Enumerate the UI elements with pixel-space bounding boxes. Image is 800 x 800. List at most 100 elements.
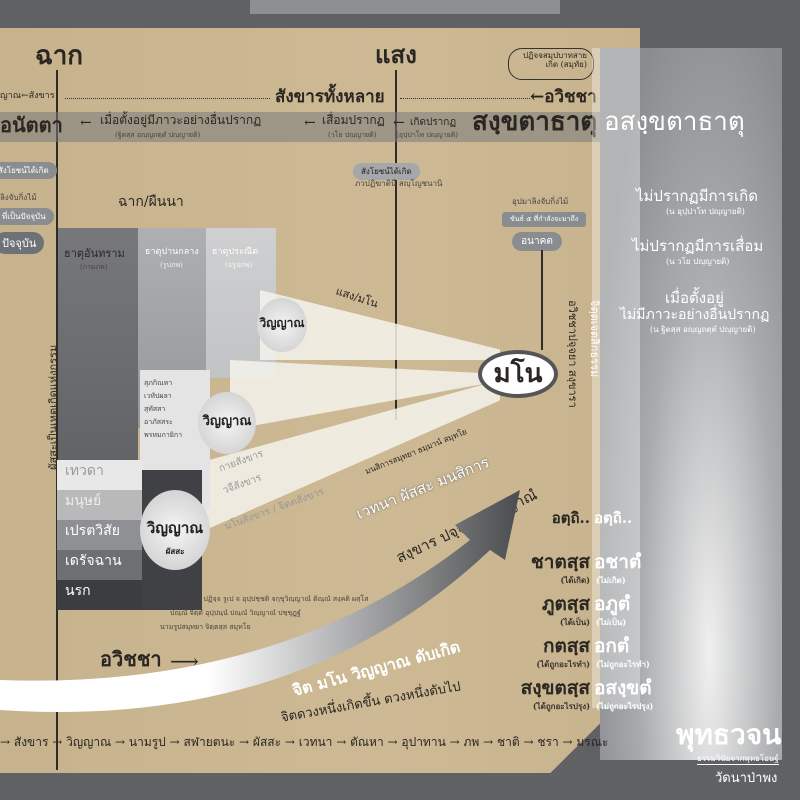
samyojana-sub: ภวปฏิฆาตินี สญฺโญชนานิ (355, 179, 443, 188)
dotted-line (400, 98, 530, 99)
pair-unconditioned-gloss: (ไม่เกิด) (596, 575, 626, 585)
chain-item: → อุปาทาน (387, 735, 450, 749)
realm-label: พรหมกายิกา (144, 431, 183, 439)
reference-line: นามรูปสมุทยา จิตฺตสฺส สมุทโย (160, 623, 251, 631)
chain-item: → ชรา (523, 735, 563, 749)
current-pill: ที่เป็นปัจจุบัน (0, 208, 54, 225)
consciousness-circle: วิญญาณ (257, 298, 307, 352)
not-arise: ไม่ปรากฏมีการเกิด (636, 187, 758, 205)
col-middle-label: ธาตุปานกลาง (145, 247, 199, 257)
not-decay-pali: (น วโย ปญฺญายติ) (666, 257, 730, 266)
reference-line: ปณฺณํ จิตฺตํ อุปฺปนฺนํ ปณฺณํ วิญฺญาณํ ปช… (170, 609, 301, 617)
chain-item: → ผัสสะ (239, 735, 285, 749)
step-change: เมื่อตั้งอยู่มีภาวะอย่างอื่นปรากฏ (100, 113, 262, 127)
pair-conditioned-gloss: (ได้เกิด) (560, 575, 590, 585)
consciousness-circle: วิญญาณผัสสะ (140, 490, 210, 570)
monkey-label: อุปมาลิงจับกิ่งไม้ (512, 197, 569, 206)
realm-hell: นรก (57, 580, 142, 610)
top-header-strip (250, 0, 560, 14)
origination-badge: ปฏิจจสมุปบาทสายเกิด (สมุทัย) (508, 48, 594, 80)
asankhata-title: อสงฺขตาธาตุ (604, 107, 745, 137)
mano-node: มโน (478, 350, 558, 398)
no-change: ไม่มีภาวะอย่างอื่นปรากฏ (620, 307, 770, 323)
realm-label: เวหัปผลา (144, 392, 172, 400)
contact-label: ผัสสะ (165, 546, 185, 556)
pair-conditioned: ชาตสฺส (530, 551, 590, 573)
reference-line: จกฺขุญฺจ ปฏิจฺจ รูเป จ อุปฺปชฺชติ จกฺขุว… (178, 595, 369, 603)
chain-item: → มรณะ (562, 735, 609, 749)
chain-item: → สังขาร (0, 735, 53, 749)
dependent-origination-chain: → สังขาร → วิญญาณ → นามรูป → สฬายตนะ → ผ… (0, 735, 630, 749)
pair-unconditioned-gloss: (ไม่ถูกอะไรปรุง) (596, 701, 654, 711)
future-pill: อนาคต (512, 232, 562, 251)
realm-human: มนุษย์ (57, 490, 142, 520)
pair-conditioned: สงฺขตสฺส (520, 677, 590, 699)
samyojana-pill: สังโยชน์ได้เกิด (353, 163, 420, 180)
arrow: ← (393, 115, 405, 131)
pair-unconditioned: อตฺถิ.. (594, 509, 633, 527)
pair-unconditioned-gloss: (ไม่เป็น) (596, 617, 627, 627)
field-title: ฉาก/ผืนนา (118, 194, 184, 210)
realm-stack: เทวดา มนุษย์ เปรตวิสัย เดรัจฉาน นรก (57, 460, 142, 610)
realm-peta: เปรตวิสัย (57, 520, 142, 550)
pair-conditioned-gloss: (ได้ถูกอะไรทำ) (536, 659, 590, 669)
avijja-label: อวิชชา (100, 647, 162, 671)
col-refined-sub: (อรูปภพ) (225, 261, 253, 269)
pair-conditioned: ภูตสฺส (541, 593, 590, 615)
col-inferior-sub: (กามภพ) (80, 263, 108, 271)
chain-item: → สฬายตนะ (169, 735, 240, 749)
brand-org: วัดนาป่าพง (715, 771, 778, 786)
pair-unconditioned-gloss: (ไม่ถูกอะไรทำ) (596, 659, 650, 669)
col-middle-sub: (รูปภพ) (160, 261, 183, 269)
step-decay-pali: (วโย ปญฺญายติ) (328, 131, 377, 139)
row1-left: ญาณ←สังขาร (0, 91, 55, 101)
realm-label: สุทัสสา (144, 405, 166, 413)
avijja-arrow-icon: ⟶ (170, 649, 199, 673)
consciousness-label: วิญญาณ (259, 316, 305, 330)
not-arise-pali: (น อุปฺปาโท ปญฺญายติ) (666, 207, 745, 216)
arrow: ← (80, 115, 92, 131)
future-line (541, 250, 543, 350)
monkey-label: ลิงจับกิ่งไม้ (0, 193, 37, 202)
no-change-pali: (น ฐิตสฺส อญฺญถตฺตํ ปญฺญายติ) (650, 325, 756, 334)
vertical-cetasika-label: จิตฺตเจตสิกธรรม (588, 300, 601, 378)
not-decay: ไม่ปรากฏมีการเสื่อม (632, 237, 764, 255)
overlay-fog (592, 48, 640, 708)
dotted-line (65, 98, 270, 99)
realm-animal: เดรัจฉาน (57, 550, 142, 580)
pair-conditioned-gloss: (ได้เป็น) (559, 617, 590, 627)
samyojana-pill: สังโยชน์ได้เกิด (0, 162, 57, 179)
col-inferior-label: ธาตุอันทราม (64, 247, 125, 260)
pair-unconditioned: อชาตํ (594, 551, 642, 573)
pair-unconditioned: อสงฺขตํ (594, 677, 652, 699)
chain-item: → ตัณหา (336, 735, 388, 749)
sankhata-dhatu: สงฺขตาธาตุ (472, 107, 598, 137)
light-line (395, 70, 397, 420)
chain-item: → วิญญาณ (52, 735, 116, 749)
chain-item: → นามรูป (115, 735, 170, 749)
vertical-avijja-label: อวิชชาปจฺจยา สงฺขารา (566, 300, 579, 408)
realm-deva: เทวดา (57, 460, 142, 490)
realm-label: สุภกิณหา (144, 379, 173, 387)
characteristics-band (0, 112, 600, 142)
step-arise: เกิดปรากฏ (410, 117, 457, 128)
pair-conditioned: กตสฺส (542, 635, 590, 657)
when-standing: เมื่อตั้งอยู่ (665, 289, 724, 307)
row1-center: สังขารทั้งหลาย (275, 87, 385, 107)
present-pill: ปัจจุบัน (0, 232, 45, 254)
pair-unconditioned: อภูตํ (594, 593, 631, 615)
step-change-pali: (ฐิตสฺส อญฺญถตฺตํ ปญฺญายติ) (115, 131, 201, 139)
consciousness-label: วิญญาณ (202, 414, 252, 429)
col-refined-label: ธาตุประณีต (212, 247, 258, 257)
step-arise-pali: (อุปฺปาโท ปญฺญายติ) (396, 131, 459, 139)
citta-arc (0, 490, 520, 712)
column-inferior (58, 228, 138, 488)
pair-unconditioned: อกตํ (594, 635, 630, 657)
consciousness-label: วิญญาณ (146, 519, 204, 537)
light-title: แสง (375, 40, 417, 69)
future-khandha-pill: ขันธ์ ๕ ที่กำลังจะมาถึง (502, 212, 587, 227)
chain-item: → ภพ (449, 735, 484, 749)
brand-subtitle: ธรรมวินัยจากพุทธโอษฐ์ (697, 754, 779, 765)
chain-item: → ชาติ (483, 735, 524, 749)
pair-conditioned: อตฺถิ.. (551, 509, 590, 527)
